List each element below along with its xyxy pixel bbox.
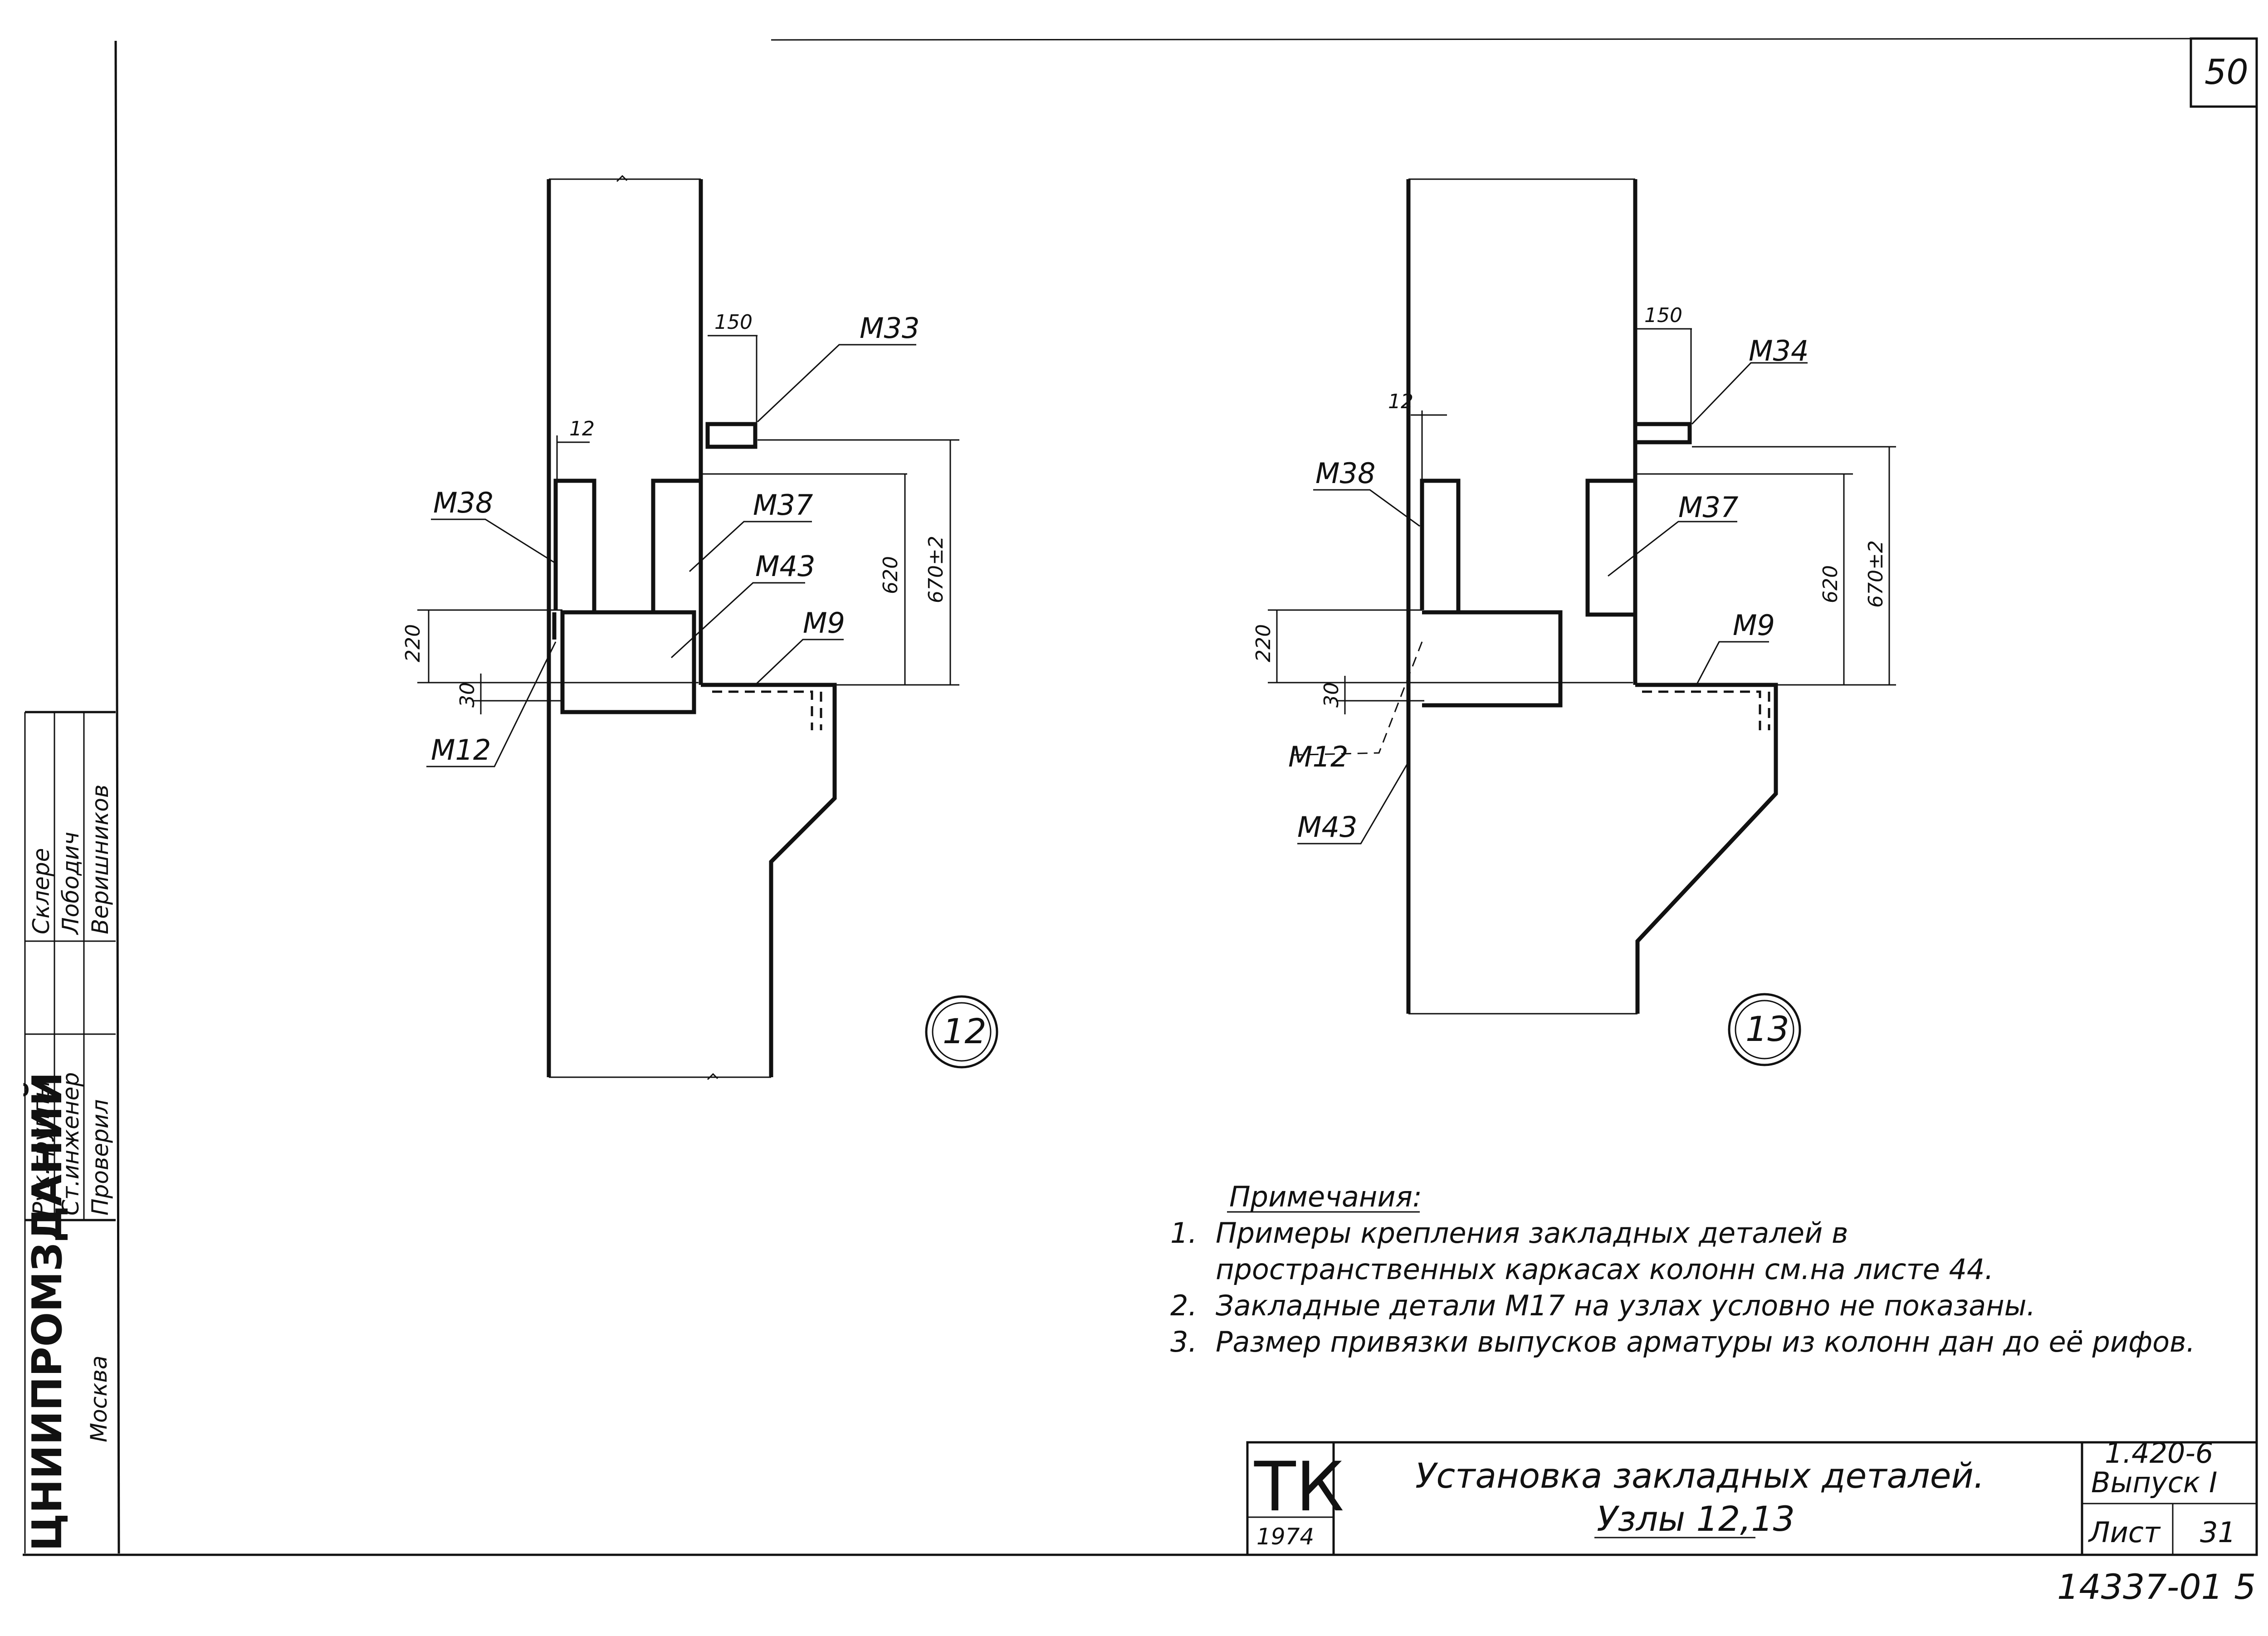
label-m37-13: M37: [1678, 491, 1738, 524]
title-block: [1246, 1441, 2258, 1556]
note-3-line-1: Размер привязки выпусков арматуры из кол…: [1216, 1325, 2195, 1358]
dim-12: 12: [569, 417, 595, 440]
stamp-name-2: Лободич: [58, 832, 84, 935]
label-m38-13: M38: [1315, 457, 1375, 490]
node-13-marker: 13: [1728, 993, 1801, 1066]
side-stamp: [24, 711, 116, 1553]
archive-number: 14337-01 5: [2057, 1567, 2256, 1607]
label-m33: M33: [860, 312, 919, 345]
institute-name: ЦНИИПРОМЗДАНИЙ: [23, 1072, 71, 1551]
note-1-line-2: пространственных каркасах колонн см.на л…: [1216, 1253, 1994, 1286]
node-12-drawing: [417, 175, 959, 1080]
dim-150: 150: [714, 311, 753, 334]
label-m34: M34: [1749, 334, 1809, 367]
dim-670: 670±2: [924, 536, 948, 603]
node-13-number: 13: [1745, 1009, 1789, 1049]
stamp-role-3: Проверил: [87, 1099, 113, 1216]
dim-12-13: 12: [1388, 390, 1413, 413]
dim-220-13: 220: [1252, 624, 1275, 662]
label-m38: M38: [433, 486, 493, 519]
label-m12: M12: [431, 733, 491, 767]
plate-m33: [705, 422, 758, 449]
plate-m38: [553, 479, 596, 612]
label-m12-13: M12: [1288, 740, 1348, 773]
stamp-name-1: Склере: [28, 848, 54, 934]
stamp-role-2: Ст.инженер: [58, 1072, 84, 1216]
label-m43-13: M43: [1297, 811, 1357, 844]
org-code: ТК: [1254, 1448, 1344, 1527]
page-number: 50: [2204, 52, 2248, 92]
dim-620: 620: [879, 556, 902, 594]
label-m9-13: M9: [1733, 609, 1775, 642]
dim-620-13: 620: [1819, 565, 1842, 603]
note-2-number: 2.: [1170, 1289, 1197, 1322]
drawing-title-line-2: Узлы 12,13: [1597, 1499, 1795, 1539]
plate-m38-13: [1420, 479, 1461, 612]
note-1-line-1: Примеры крепления закладных деталей в: [1216, 1216, 1848, 1250]
label-m9: M9: [803, 606, 845, 640]
issue-number: Выпуск I: [2091, 1466, 2217, 1499]
sheet-label: Лист: [2088, 1516, 2161, 1549]
note-1-number: 1.: [1170, 1216, 1197, 1250]
label-m37: M37: [753, 488, 813, 522]
plate-m34: [1633, 422, 1692, 444]
year: 1974: [1256, 1524, 1314, 1550]
node-12-marker: 12: [925, 995, 998, 1069]
series-number: 1.420-6: [2105, 1436, 2213, 1470]
node-13-drawing: [1268, 178, 1896, 1015]
plate-m43: [560, 610, 696, 714]
plate-m37-13: [1585, 479, 1635, 617]
node-12-number: 12: [943, 1011, 987, 1051]
page-number-box: [2190, 37, 2258, 108]
stamp-name-3: Веришников: [87, 785, 113, 935]
dim-670-13: 670±2: [1864, 540, 1887, 608]
institute-city: Москва: [86, 1355, 112, 1442]
dim-30-13: 30: [1320, 682, 1343, 708]
dim-30: 30: [456, 682, 479, 708]
dim-220: 220: [401, 624, 425, 662]
plate-m43-13: [1422, 610, 1563, 708]
drawing-title-line-1: Установка закладных деталей.: [1415, 1455, 1984, 1496]
note-2-line-1: Закладные детали М17 на узлах условно не…: [1216, 1289, 2035, 1322]
notes-block: Примечания: 1. Примеры крепления закладн…: [1170, 1180, 2195, 1358]
note-3-number: 3.: [1170, 1325, 1197, 1358]
plate-m37: [651, 479, 701, 612]
sheet-number: 31: [2200, 1516, 2236, 1549]
dim-150-13: 150: [1644, 304, 1682, 327]
stamp-role-1: Рук.группы: [28, 1080, 54, 1216]
notes-heading: Примечания:: [1229, 1180, 1422, 1213]
label-m43: M43: [755, 550, 815, 583]
